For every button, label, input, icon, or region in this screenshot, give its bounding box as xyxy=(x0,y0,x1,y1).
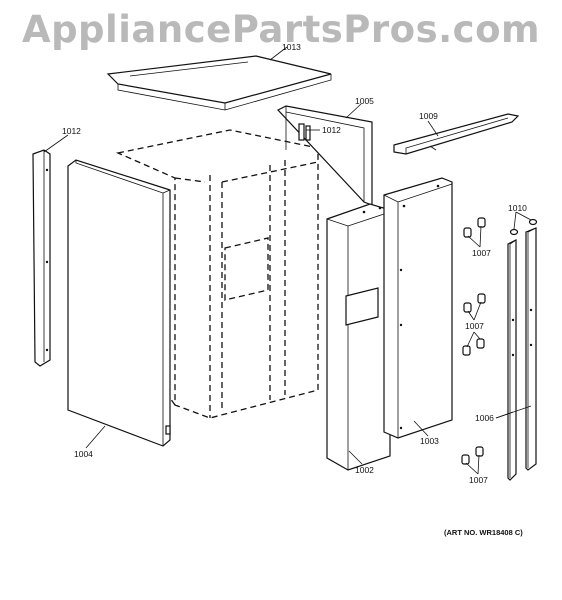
part-rear-rail xyxy=(277,105,373,206)
part-right-rails xyxy=(507,227,537,481)
label-1013: 1013 xyxy=(282,42,301,52)
label-1003: 1003 xyxy=(420,436,439,446)
label-1010: 1010 xyxy=(508,203,527,213)
label-1002: 1002 xyxy=(355,465,374,475)
label-1005: 1005 xyxy=(355,96,374,106)
cabinet-body-outline xyxy=(115,129,319,419)
part-freezer-door xyxy=(326,203,391,471)
label-1007-middle: 1007 xyxy=(465,321,484,331)
label-1012-rear: 1012 xyxy=(322,125,341,135)
part-fresh-food-door xyxy=(383,177,453,439)
part-clips xyxy=(509,218,538,236)
part-hinge-strip xyxy=(393,113,520,155)
part-left-rail xyxy=(32,149,51,367)
label-1004: 1004 xyxy=(74,449,93,459)
label-1007-top: 1007 xyxy=(472,248,491,258)
art-number: (ART NO. WR18408 C) xyxy=(444,528,523,537)
part-hinge-caps xyxy=(461,217,486,465)
label-1009: 1009 xyxy=(419,111,438,121)
label-1006: 1006 xyxy=(475,413,494,423)
part-left-side-panel xyxy=(67,159,171,447)
leader-lines xyxy=(43,46,532,475)
part-top-cover xyxy=(106,55,332,111)
label-1012-left: 1012 xyxy=(62,126,81,136)
label-1007-bottom: 1007 xyxy=(469,475,488,485)
